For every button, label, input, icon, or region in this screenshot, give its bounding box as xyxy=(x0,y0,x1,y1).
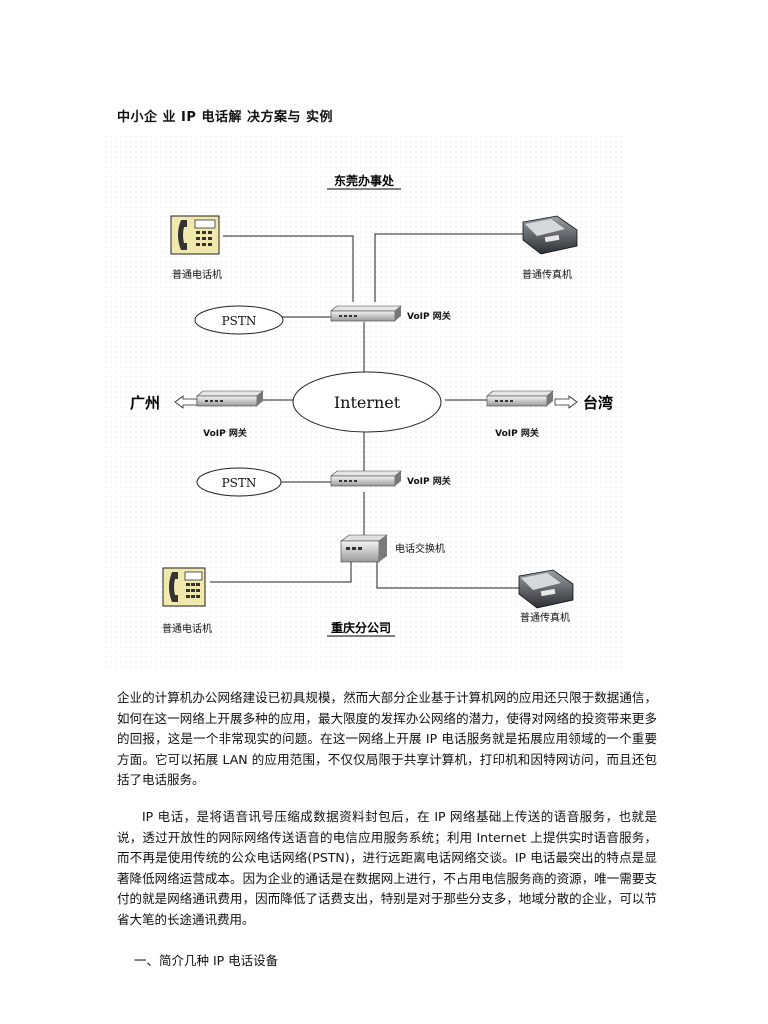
connection-lines xyxy=(210,233,523,589)
pbx-label: 电话交换机 xyxy=(395,542,445,555)
voip-gateway-label: VoIP 网关 xyxy=(495,427,539,439)
paragraph-intro: 企业的计算机办公网络建设已初具规模，然而大部分企业基于计算机网的应用还只限于数据… xyxy=(117,690,657,787)
city-label-guangzhou: 广州 xyxy=(130,394,160,412)
fax-icon xyxy=(518,569,574,609)
pstn-cloud xyxy=(196,467,282,497)
city-label-taiwan: 台湾 xyxy=(583,394,613,412)
telephone-label: 普通电话机 xyxy=(162,622,212,635)
pstn-cloud xyxy=(194,305,284,335)
network-diagram: 东莞办事处 普通电话机 普通传真机 PSTN VoIP 网关 Internet … xyxy=(105,136,625,670)
internet-label: Internet xyxy=(334,393,401,412)
voip-gateway-icon xyxy=(330,305,402,322)
fax-label: 普通传真机 xyxy=(522,268,572,281)
document-title: 中小企 业 IP 电话解 决方案与 实例 xyxy=(117,110,333,125)
arrow-right-icon xyxy=(554,395,578,409)
office-title-chongqing: 重庆分公司 xyxy=(331,620,391,635)
pbx-switch-icon xyxy=(340,534,388,563)
telephone-icon xyxy=(162,567,206,607)
voip-gateway-label: VoIP 网关 xyxy=(407,310,451,322)
telephone-label: 普通电话机 xyxy=(172,268,222,281)
fax-icon xyxy=(522,215,578,255)
voip-gateway-label: VoIP 网关 xyxy=(407,475,451,487)
voip-gateway-icon xyxy=(196,390,264,407)
section-heading: 一、简介几种 IP 电话设备 xyxy=(134,953,279,968)
voip-gateway-label: VoIP 网关 xyxy=(203,427,247,439)
internet-cloud xyxy=(292,371,442,433)
voip-gateway-icon xyxy=(330,470,402,487)
telephone-icon xyxy=(170,215,220,255)
fax-label: 普通传真机 xyxy=(520,611,570,624)
paragraph-ip-phone: IP 电话，是将语音讯号压缩成数据资料封包后，在 IP 网络基础上传送的语音服务… xyxy=(117,809,657,927)
voip-gateway-icon xyxy=(486,390,554,407)
pstn-label: PSTN xyxy=(222,476,257,490)
pstn-label: PSTN xyxy=(222,314,257,328)
office-title-dongguan: 东莞办事处 xyxy=(334,173,395,188)
